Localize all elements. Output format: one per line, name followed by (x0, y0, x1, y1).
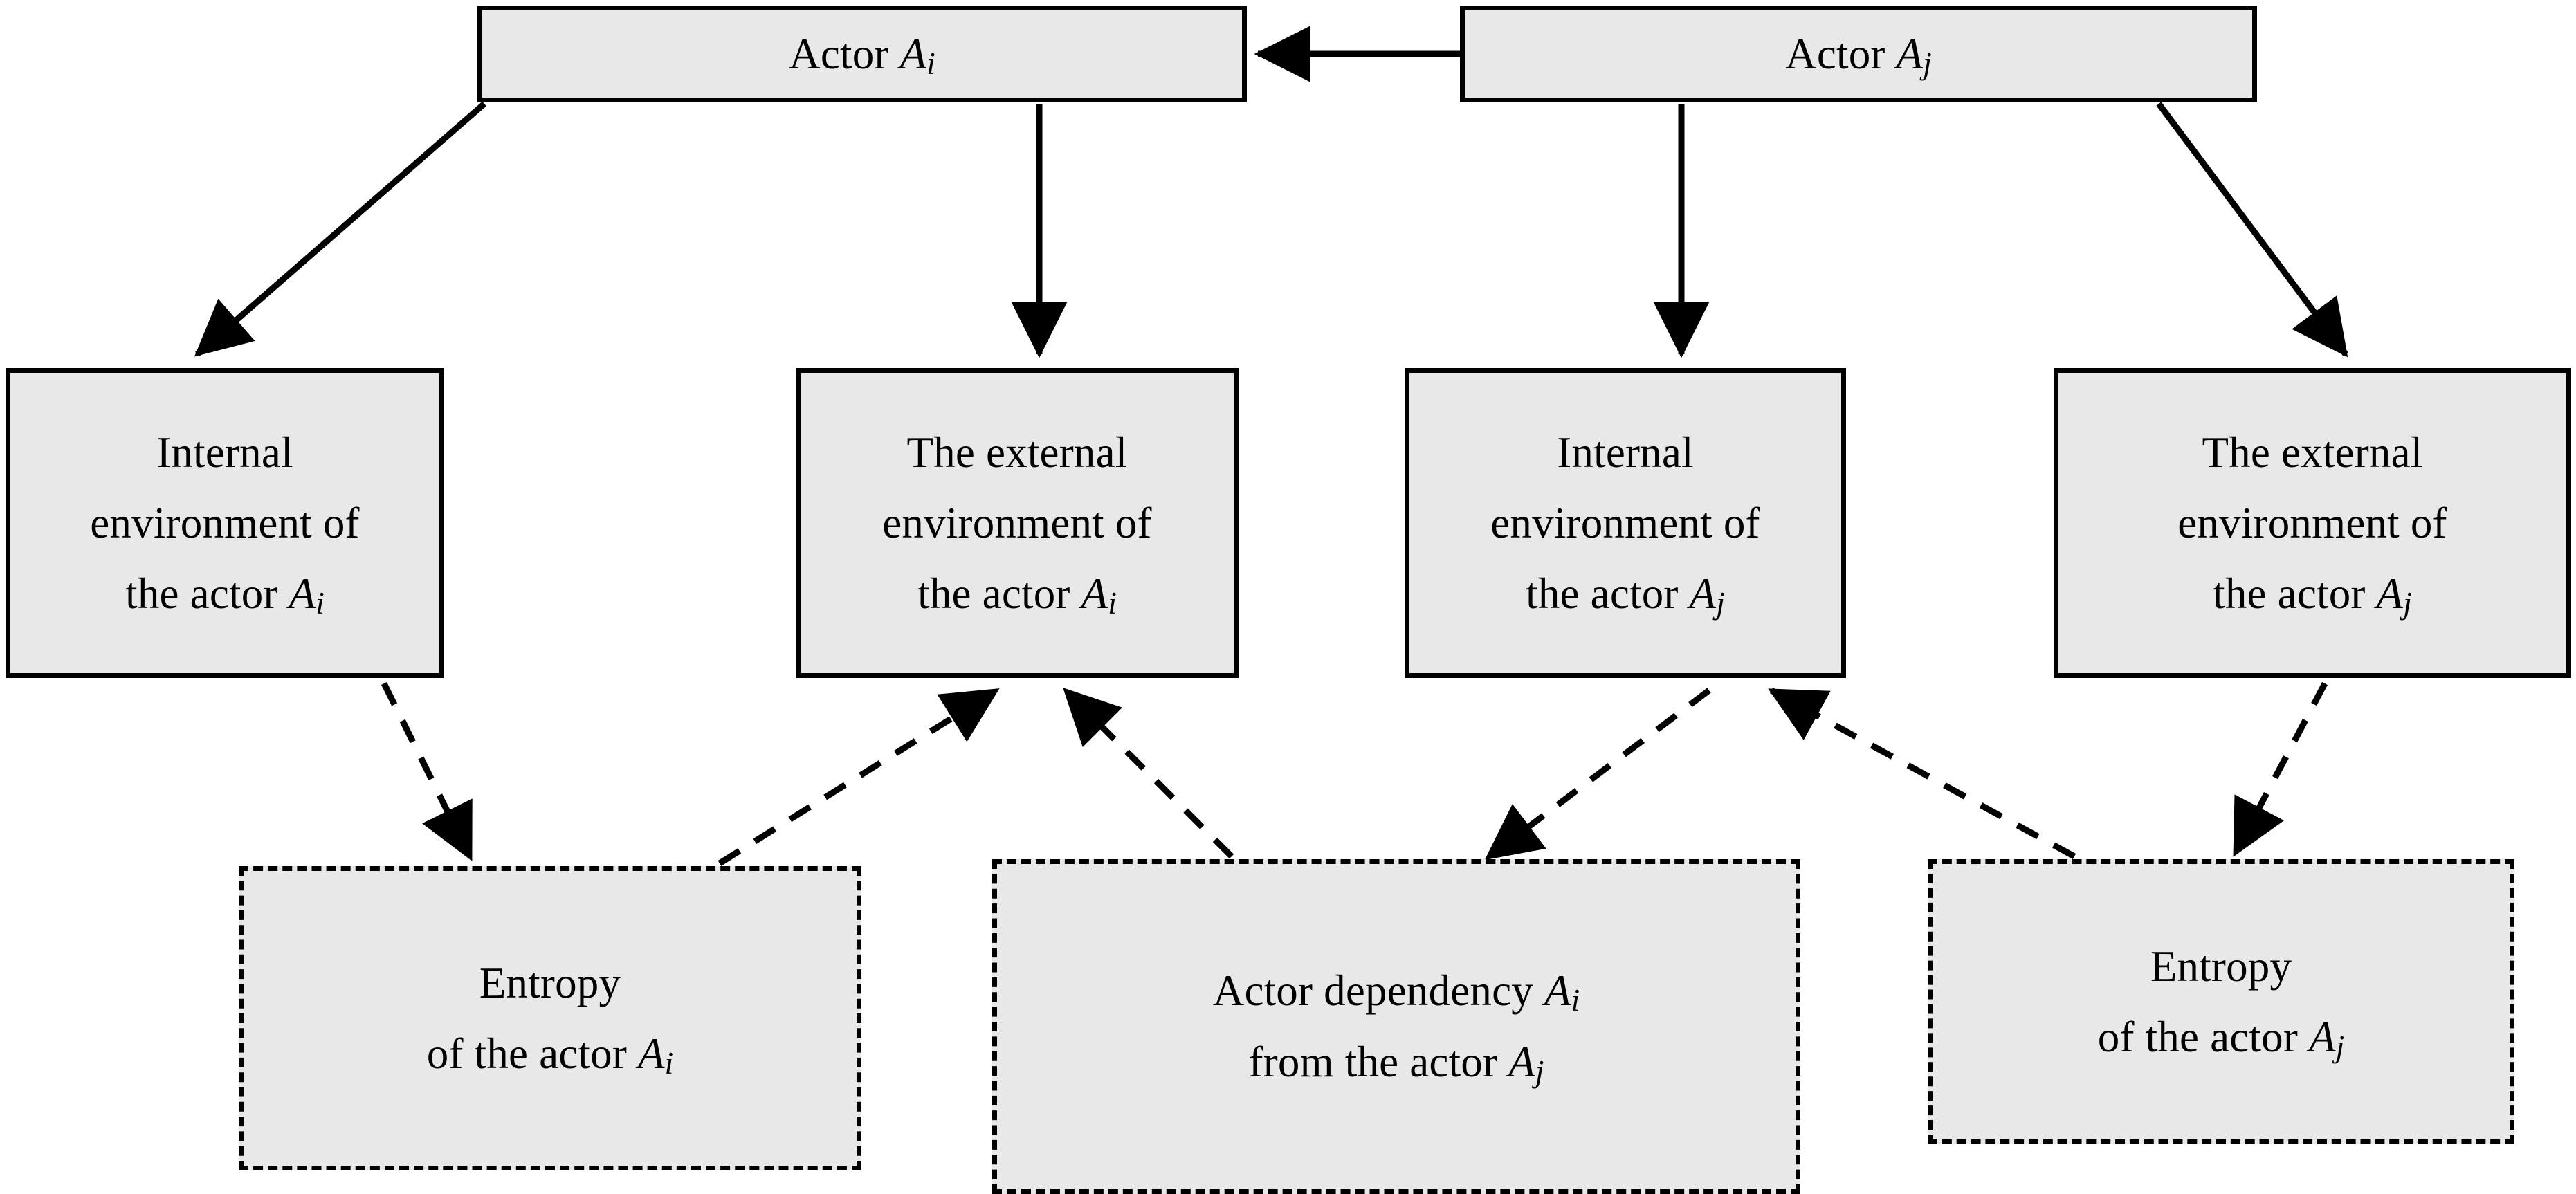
actor-symbol: A (1508, 1038, 1535, 1086)
actor-symbol: A (289, 569, 316, 618)
node-label-line: The external (2202, 428, 2423, 477)
actor-symbol: A (899, 29, 927, 78)
actor-subscript: i (664, 1045, 674, 1081)
node-label-line: The external (906, 428, 1128, 477)
node-label-line: Actor Ai (789, 29, 935, 81)
actor-subscript: i (1108, 585, 1117, 621)
edge-actor-dependency-to-external-env-ai (1063, 688, 1234, 859)
actor-symbol: A (1689, 569, 1717, 618)
node-actor-dependency[interactable]: Actor dependency Ai from the actor Aj (992, 859, 1800, 1194)
edge-external-env-aj-to-entropy-aj (2232, 681, 2328, 857)
node-label-line: Actor dependency Ai (1212, 966, 1580, 1018)
edge-internal-env-ai-to-entropy-ai (381, 682, 474, 861)
edge-actor-aj-to-external-env-aj (2156, 102, 2348, 358)
node-label-line: Internal (1557, 428, 1694, 477)
node-label-line: Actor Aj (1785, 29, 1932, 81)
node-label-line: the actor Ai (917, 569, 1117, 621)
actor-subscript: j (2335, 1029, 2345, 1064)
actor-subscript: i (316, 585, 325, 621)
actor-symbol: A (2376, 569, 2404, 618)
actor-subscript: i (1571, 983, 1580, 1018)
node-internal-environment-actor-ai[interactable]: Internal environment of the actor Ai (6, 368, 444, 678)
node-label-line: environment of (1490, 498, 1760, 547)
actor-subscript: j (1535, 1054, 1544, 1090)
actor-symbol: A (1896, 29, 1924, 78)
node-label-line: the actor Aj (2213, 569, 2412, 621)
node-actor-aj[interactable]: Actor Aj (1460, 6, 2257, 102)
node-label-line: from the actor Aj (1248, 1038, 1544, 1090)
node-actor-ai[interactable]: Actor Ai (477, 6, 1247, 102)
node-label-line: the actor Aj (1526, 569, 1725, 621)
edge-entropy-aj-to-internal-env-aj (1768, 688, 2076, 859)
node-entropy-actor-aj[interactable]: Entropy of the actor Aj (1928, 859, 2514, 1144)
actor-subscript: j (1716, 585, 1725, 621)
edge-entropy-ai-to-external-env-ai (718, 688, 1000, 866)
node-label-line: of the actor Aj (2097, 1012, 2345, 1064)
node-label-line: Internal (156, 428, 293, 477)
node-internal-environment-actor-aj[interactable]: Internal environment of the actor Aj (1405, 368, 1846, 678)
actor-symbol: A (1081, 569, 1108, 618)
node-label-line: of the actor Ai (426, 1029, 674, 1081)
edge-actor-ai-to-internal-env-ai (194, 101, 486, 357)
actor-symbol: A (1544, 966, 1571, 1016)
node-entropy-actor-ai[interactable]: Entropy of the actor Ai (239, 866, 861, 1170)
node-external-environment-actor-ai[interactable]: The external environment of the actor Ai (796, 368, 1239, 678)
node-label-line: the actor Ai (125, 569, 325, 621)
actor-subscript: j (2403, 585, 2412, 621)
actor-subscript: j (1923, 46, 1932, 81)
node-label-line: Entropy (479, 958, 621, 1007)
node-external-environment-actor-aj[interactable]: The external environment of the actor Aj (2054, 368, 2571, 678)
actor-symbol: A (2308, 1012, 2336, 1061)
node-label-line: environment of (90, 498, 360, 547)
actor-symbol: A (637, 1029, 665, 1078)
edge-internal-env-aj-to-actor-dependency (1484, 688, 1711, 861)
node-label-line: Entropy (2150, 942, 2292, 991)
node-label-line: environment of (882, 498, 1152, 547)
actor-subscript: i (926, 46, 935, 81)
node-label-line: environment of (2177, 498, 2447, 547)
